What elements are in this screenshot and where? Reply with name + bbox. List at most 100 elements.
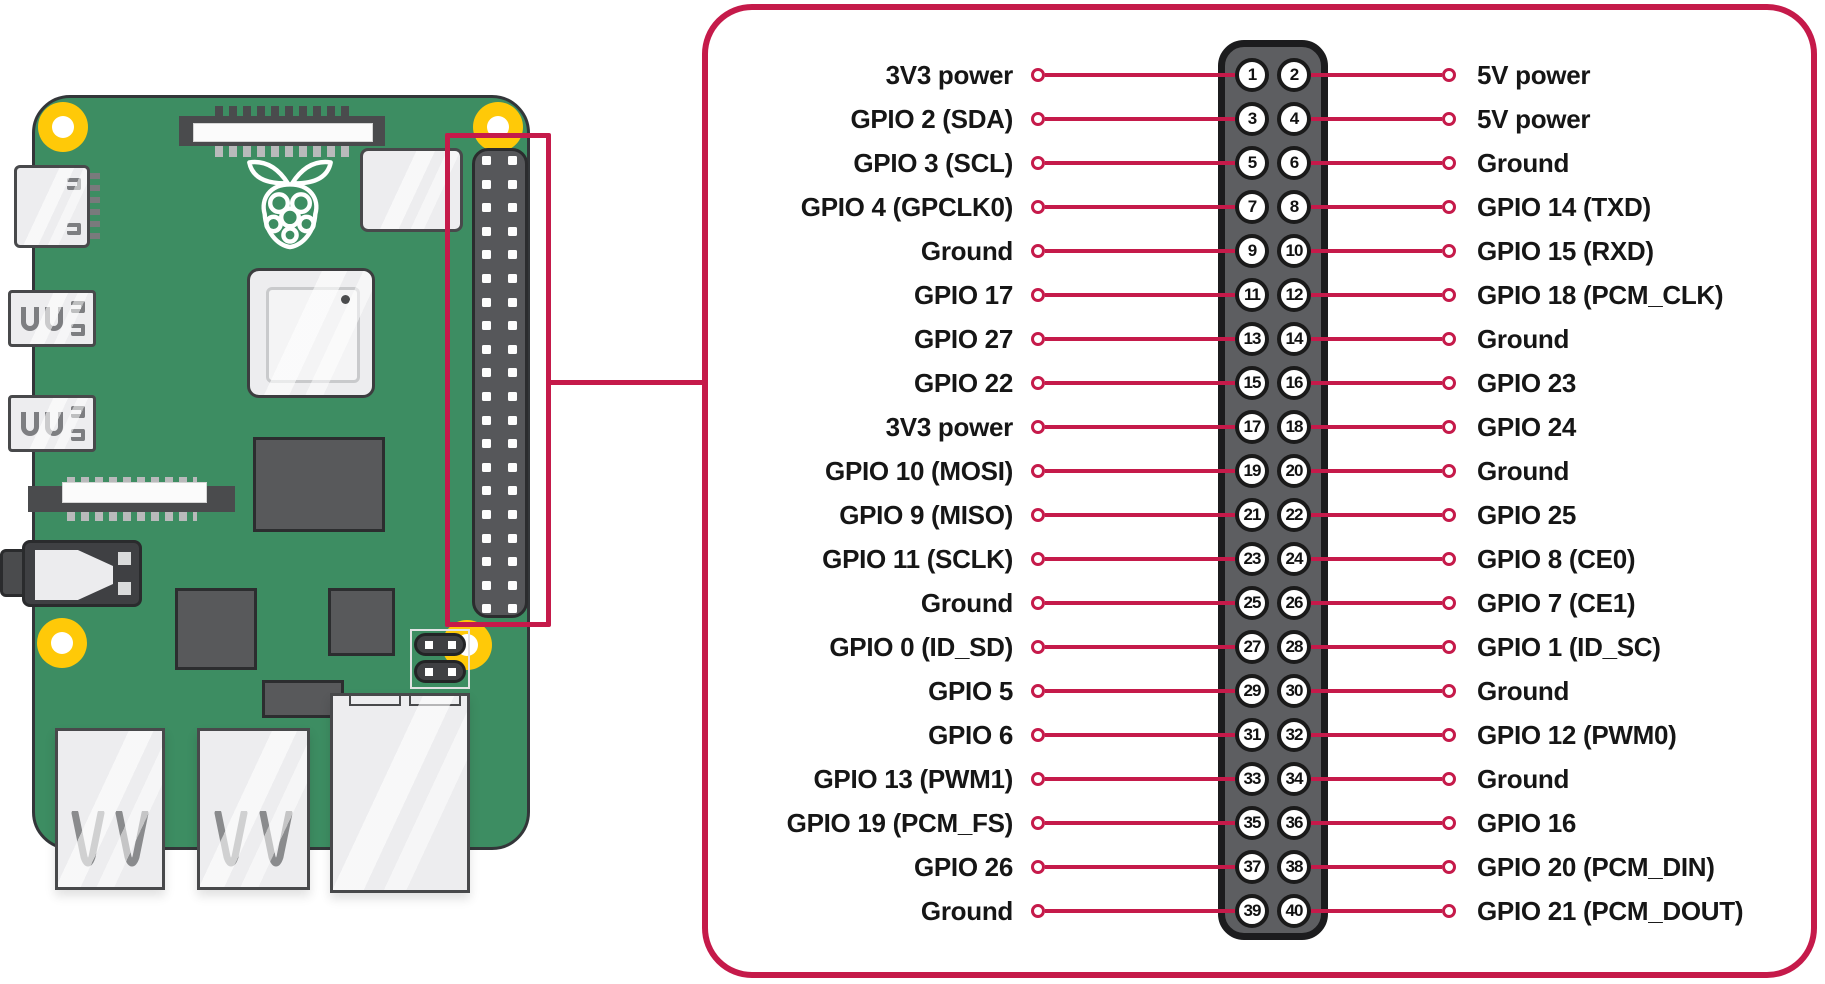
pin-right-node-icon — [1442, 860, 1456, 874]
pin-number-odd: 27 — [1235, 630, 1269, 664]
pin-left-label: GPIO 5 — [928, 675, 1013, 706]
usb-contact-icon — [45, 307, 63, 331]
pin-left-wire — [1045, 381, 1235, 385]
pin-number-even: 30 — [1277, 674, 1311, 708]
pin-right-label: GPIO 8 (CE0) — [1477, 543, 1636, 574]
board-gpio-pin — [508, 321, 517, 331]
chip-small-1 — [175, 588, 257, 670]
pin-left-node-icon — [1031, 860, 1045, 874]
board-gpio-pin — [482, 510, 491, 519]
pin-left-wire — [1045, 249, 1235, 253]
usb-fork-icon — [115, 811, 149, 867]
pin-right-wire — [1311, 645, 1442, 649]
pin-left-label: GPIO 19 (PCM_FS) — [786, 807, 1014, 838]
board-gpio-pin — [508, 297, 517, 307]
pin-right-label: Ground — [1477, 147, 1570, 178]
pin-number-odd: 23 — [1235, 542, 1269, 576]
pin-right-node-icon — [1442, 464, 1456, 478]
board-gpio-pin — [482, 392, 491, 401]
pin-right-label: Ground — [1477, 323, 1570, 354]
pin-left-wire — [1045, 425, 1235, 429]
pin-left-node-icon — [1031, 156, 1045, 170]
pin-row: GPIO 9 (MISO) 21 22 GPIO 25 — [710, 493, 1576, 537]
pin-right-wire — [1311, 777, 1442, 781]
pin-number-even: 2 — [1277, 58, 1311, 92]
hdmi-contact-bottom — [67, 223, 81, 235]
audio-jack — [22, 540, 142, 607]
ram-chip — [253, 437, 385, 532]
pin-left-label: 3V3 power — [885, 411, 1014, 442]
usb-mark — [71, 324, 85, 336]
pin-number-odd: 13 — [1235, 322, 1269, 356]
pin-left-wire — [1045, 205, 1235, 209]
raspberry-pi-logo-icon — [247, 159, 333, 250]
board-gpio-pin — [508, 179, 517, 189]
pin-right-node-icon — [1442, 508, 1456, 522]
pin-number-even: 14 — [1277, 322, 1311, 356]
pin-left-wire — [1045, 865, 1235, 869]
usb-contact-icon — [45, 412, 63, 436]
board-gpio-pin — [508, 604, 517, 614]
pin-number-even: 10 — [1277, 234, 1311, 268]
pin-right-wire — [1311, 117, 1442, 121]
board-gpio-pin — [508, 203, 517, 213]
pin-number-odd: 1 — [1235, 58, 1269, 92]
board-gpio-pin — [508, 368, 517, 378]
usb-mark — [71, 406, 85, 418]
pin-left-label: GPIO 27 — [913, 323, 1013, 354]
pin-right-node-icon — [1442, 420, 1456, 434]
pin-left-wire — [1045, 161, 1235, 165]
pin-left-node-icon — [1031, 728, 1045, 742]
mounting-hole-bottom-left — [37, 618, 87, 668]
pin-number-even: 4 — [1277, 102, 1311, 136]
pin-left-node-icon — [1031, 904, 1045, 918]
pin-right-node-icon — [1442, 112, 1456, 126]
audio-jack-inner — [35, 550, 113, 600]
pin-right-label: GPIO 14 (TXD) — [1477, 191, 1651, 222]
pin-row: GPIO 6 31 32 GPIO 12 (PWM0) — [710, 713, 1677, 757]
board-gpio-pin — [482, 439, 491, 449]
pin-left-node-icon — [1031, 508, 1045, 522]
mounting-hole-top-left — [38, 102, 88, 152]
board-gpio-pin — [482, 604, 491, 614]
pin-row: GPIO 11 (SCLK) 23 24 GPIO 8 (CE0) — [710, 537, 1636, 581]
pin-number-odd: 9 — [1235, 234, 1269, 268]
pin-right-label: 5V power — [1477, 103, 1591, 134]
board-gpio-pin — [508, 250, 517, 260]
pin-right-wire — [1311, 469, 1442, 473]
camera-ribbon-teeth-top — [67, 477, 197, 486]
usb-mark — [71, 429, 85, 441]
pin-right-node-icon — [1442, 552, 1456, 566]
cpu-dot — [341, 295, 350, 304]
pin-left-label: Ground — [920, 235, 1013, 266]
pin-right-node-icon — [1442, 200, 1456, 214]
board-gpio-pin — [482, 250, 491, 260]
pin-right-label: GPIO 7 (CE1) — [1477, 587, 1636, 618]
pin-left-wire — [1045, 293, 1235, 297]
pin-left-node-icon — [1031, 112, 1045, 126]
pin-right-node-icon — [1442, 156, 1456, 170]
pin-number-even: 24 — [1277, 542, 1311, 576]
pin-number-odd: 25 — [1235, 586, 1269, 620]
usb-fork-icon — [214, 811, 248, 867]
board-gpio-pin — [508, 392, 517, 401]
pin-row: Ground 25 26 GPIO 7 (CE1) — [710, 581, 1636, 625]
pin-right-wire — [1311, 557, 1442, 561]
pin-right-wire — [1311, 601, 1442, 605]
pin-right-label: Ground — [1477, 763, 1570, 794]
pin-number-odd: 29 — [1235, 674, 1269, 708]
pin-number-even: 18 — [1277, 410, 1311, 444]
pin-row: GPIO 13 (PWM1) 33 34 Ground — [710, 757, 1569, 801]
board-gpio-pin — [482, 533, 491, 543]
pin-right-node-icon — [1442, 728, 1456, 742]
pin-number-even: 12 — [1277, 278, 1311, 312]
pin-number-odd: 19 — [1235, 454, 1269, 488]
pin-right-label: GPIO 21 (PCM_DOUT) — [1477, 895, 1744, 926]
pin-right-label: 5V power — [1477, 59, 1591, 90]
pin-right-node-icon — [1442, 684, 1456, 698]
board-gpio-pin — [508, 533, 517, 543]
pin-right-wire — [1311, 381, 1442, 385]
pin-number-odd: 5 — [1235, 146, 1269, 180]
pin-left-wire — [1045, 645, 1235, 649]
